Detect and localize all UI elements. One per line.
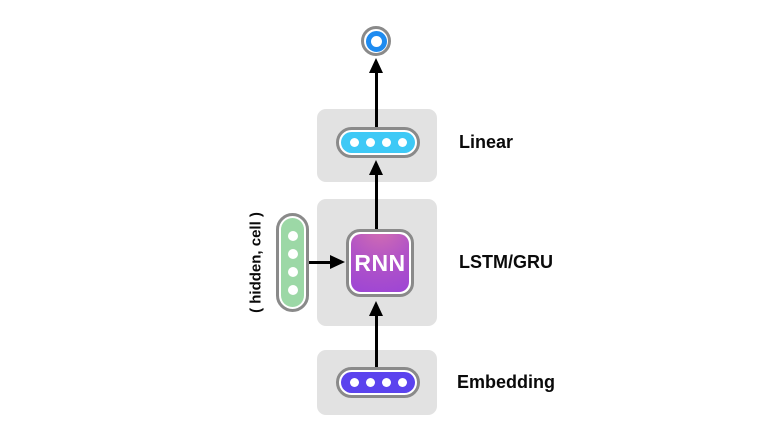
- vector-dot: [365, 138, 375, 147]
- embedding-vector: [336, 367, 420, 398]
- arrow-line: [375, 173, 378, 229]
- vector-dot: [287, 284, 298, 295]
- rnn-block-label: RNN: [351, 234, 409, 292]
- vector-dot: [381, 378, 391, 387]
- arrow-line: [375, 314, 378, 367]
- vector-dot: [349, 138, 359, 147]
- label-lstm-gru: LSTM/GRU: [459, 252, 553, 272]
- arrow-head-right-icon: [330, 255, 345, 269]
- embedding-vector-fill: [341, 372, 415, 393]
- state-vector-fill: [281, 218, 304, 307]
- vector-dot: [287, 248, 298, 259]
- label-hidden-cell: ( hidden, cell ): [247, 212, 265, 313]
- arrow-head-up-icon: [369, 58, 383, 73]
- vector-dot: [287, 230, 298, 241]
- arrow-line: [309, 261, 331, 264]
- output-node: [361, 26, 391, 56]
- linear-vector-fill: [341, 132, 415, 153]
- vector-dot: [397, 378, 407, 387]
- vector-dot: [381, 138, 391, 147]
- label-linear: Linear: [459, 132, 514, 152]
- state-vector: [276, 213, 309, 312]
- linear-vector: [336, 127, 420, 158]
- output-node-core: [365, 30, 387, 52]
- label-embedding: Embedding: [457, 372, 555, 392]
- vector-dot: [349, 378, 359, 387]
- arrow-line: [375, 71, 378, 127]
- vector-dot: [397, 138, 407, 147]
- vector-dot: [365, 378, 375, 387]
- arrow-head-up-icon: [369, 160, 383, 175]
- rnn-block: RNN: [346, 229, 414, 297]
- arrow-head-up-icon: [369, 301, 383, 316]
- vector-dot: [287, 266, 298, 277]
